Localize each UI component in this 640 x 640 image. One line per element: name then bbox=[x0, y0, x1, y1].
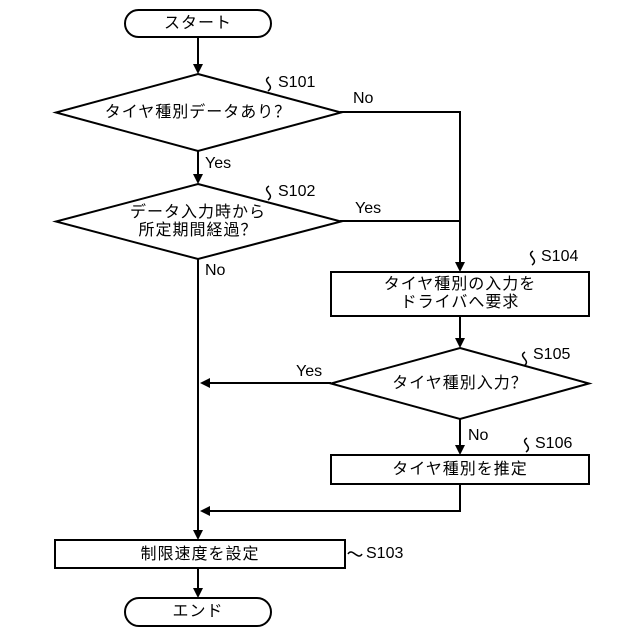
arrowhead-into-end bbox=[193, 588, 203, 598]
arrowheads bbox=[193, 64, 465, 598]
process-s106-text: タイヤ種別を推定 bbox=[392, 461, 528, 478]
process-s104-text-line1: タイヤ種別の入力を bbox=[383, 276, 537, 293]
squiggle-s101 bbox=[265, 76, 272, 92]
reference-squiggles bbox=[265, 76, 536, 557]
process-s103-text: 制限速度を設定 bbox=[140, 546, 260, 563]
process-s104-text-line2: ドライバへ要求 bbox=[400, 294, 520, 311]
process-s106-shape bbox=[330, 454, 590, 485]
process-s104-text: タイヤ種別の入力を ドライバへ要求 bbox=[331, 276, 589, 312]
start-terminal-label: スタート bbox=[163, 15, 232, 32]
step-label-s102: S102 bbox=[278, 183, 316, 200]
edge-label-s105-no: No bbox=[468, 427, 489, 444]
squiggle-s104 bbox=[529, 250, 536, 266]
step-label-s106: S106 bbox=[535, 435, 573, 452]
arrowhead-into-s104 bbox=[455, 262, 465, 272]
step-label-s104: S104 bbox=[541, 248, 579, 265]
arrowhead-into-s106 bbox=[455, 445, 465, 455]
arrowhead-into-s103 bbox=[193, 530, 203, 540]
squiggle-s106 bbox=[523, 437, 530, 453]
node-shapes bbox=[52, 9, 593, 627]
arrowhead-s105-yes-left bbox=[200, 378, 210, 388]
connector-s106-return bbox=[202, 484, 461, 512]
step-label-s101: S101 bbox=[278, 74, 316, 91]
decision-s101-text: タイヤ種別データあり？ bbox=[104, 104, 292, 121]
squiggle-s103 bbox=[347, 551, 363, 557]
start-terminal-shape bbox=[124, 9, 272, 38]
decision-s102-text: データ入力時から 所定期間経過？ bbox=[68, 204, 328, 240]
decision-s101-shape bbox=[52, 72, 345, 153]
end-terminal-label: エンド bbox=[172, 603, 224, 620]
decision-s102-text-line1: データ入力時から bbox=[129, 204, 266, 221]
process-s103-shape bbox=[54, 539, 346, 569]
edge-label-s101-no: No bbox=[353, 90, 374, 107]
connector-lines bbox=[197, 37, 461, 596]
squiggle-s102 bbox=[265, 185, 272, 201]
step-label-s105: S105 bbox=[533, 346, 571, 363]
squiggle-s105 bbox=[521, 351, 528, 367]
process-s104-shape bbox=[330, 271, 590, 317]
edge-label-s105-yes: Yes bbox=[296, 363, 323, 380]
step-label-s103: S103 bbox=[366, 545, 404, 562]
arrowhead-s106-return-left bbox=[200, 506, 210, 516]
edge-label-s102-yes: Yes bbox=[355, 200, 382, 217]
decision-s102-text-line2: 所定期間経過？ bbox=[138, 222, 258, 239]
edge-label-s101-yes: Yes bbox=[205, 155, 232, 172]
arrowhead-into-s102 bbox=[193, 174, 203, 184]
connector-s101-no-to-s104 bbox=[340, 111, 461, 270]
arrowhead-into-s101 bbox=[193, 64, 203, 74]
decision-s102-shape bbox=[52, 182, 345, 261]
arrowhead-into-s105 bbox=[455, 338, 465, 348]
edge-label-s102-no: No bbox=[205, 262, 226, 279]
decision-s105-text: タイヤ種別入力？ bbox=[392, 375, 528, 392]
